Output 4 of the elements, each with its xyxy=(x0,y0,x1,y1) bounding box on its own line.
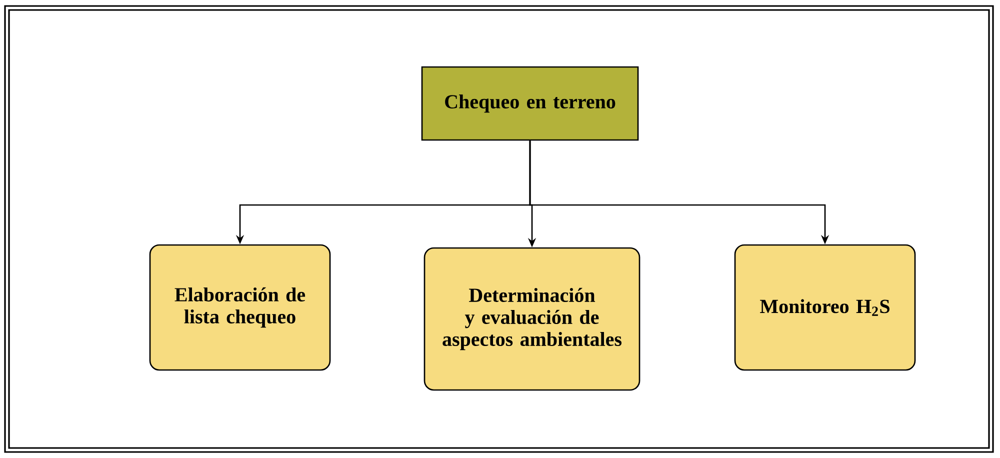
process-box: Elaboración de lista chequeo xyxy=(149,244,331,371)
process-box: Determinación y evaluación de aspectos ambientales xyxy=(424,247,640,391)
process-box: Monitoreo H$_{2}$S xyxy=(734,244,916,371)
root-box: Chequeo en terreno xyxy=(421,66,639,141)
